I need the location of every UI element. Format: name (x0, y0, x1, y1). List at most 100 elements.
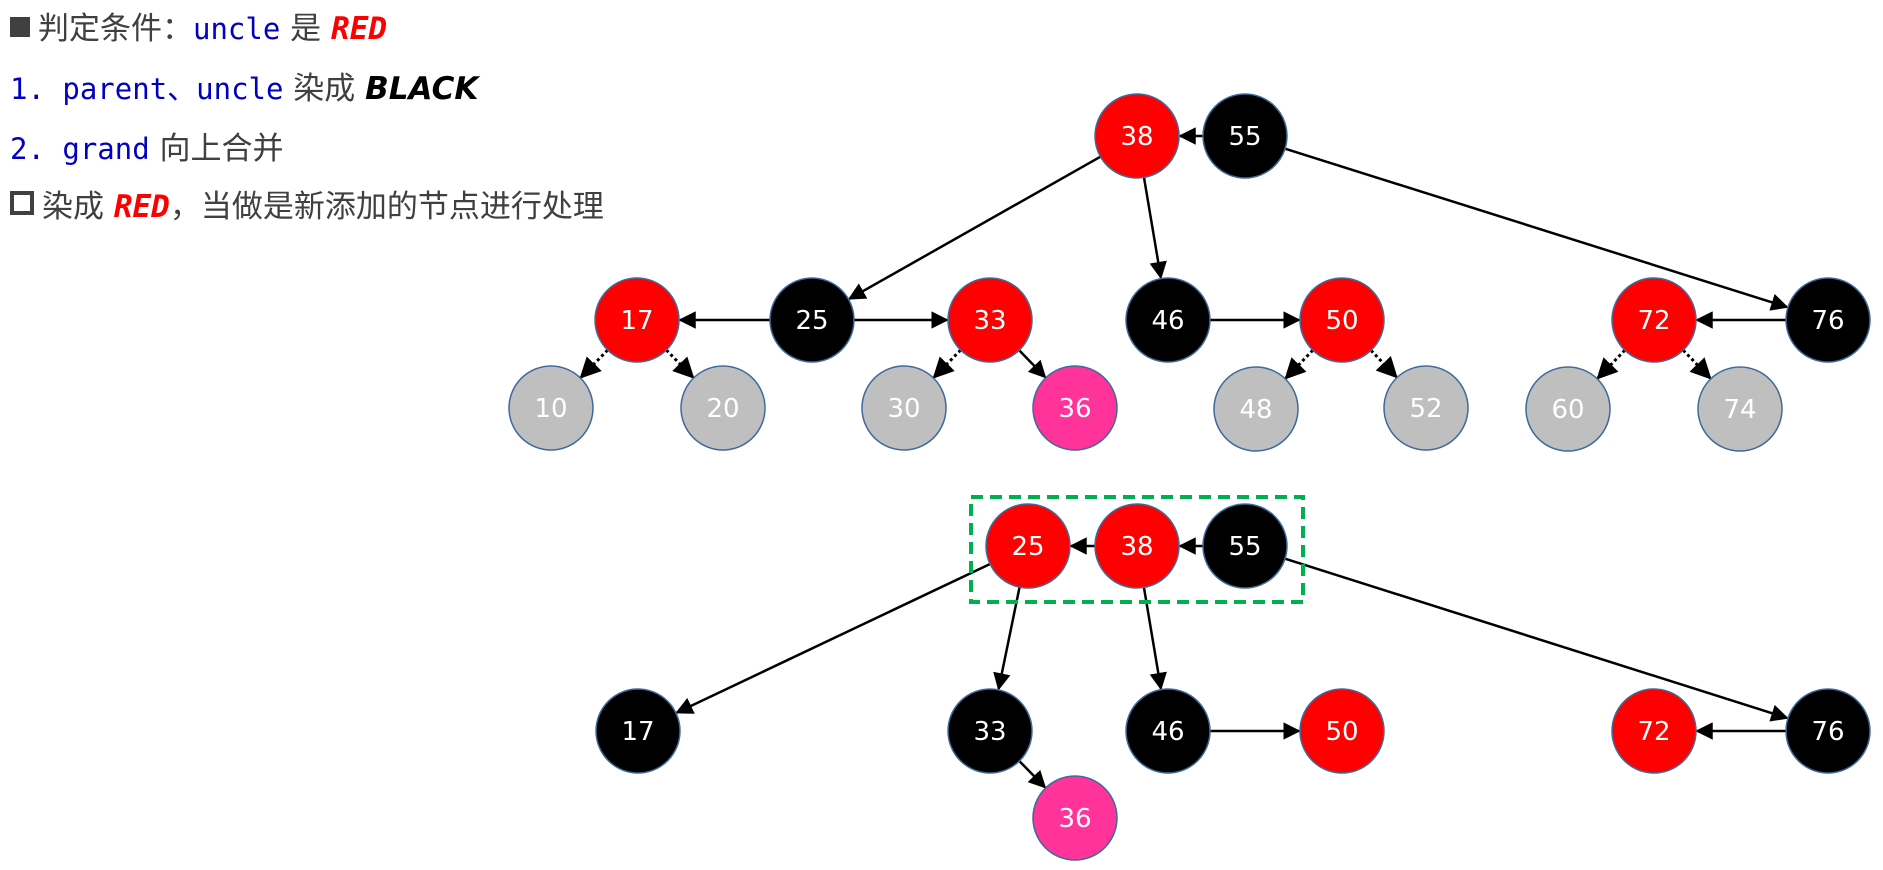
node-circle (769, 277, 855, 363)
edge-b25-b33 (993, 586, 1021, 691)
step-1-line: 1. parent、uncle 染成 BLACK (10, 64, 478, 114)
node-circle (947, 277, 1033, 363)
node-label: 74 (1723, 395, 1756, 425)
step-1-code: parent、uncle (62, 72, 284, 106)
node-circle (594, 277, 680, 363)
node-circle (1299, 688, 1385, 774)
sub-bullet-red: RED (113, 189, 170, 225)
condition-line: 判定条件：uncle 是 RED (10, 4, 387, 54)
node-label: 36 (1058, 394, 1091, 424)
node-circle (1611, 688, 1697, 774)
node-b76: 76 (1785, 688, 1871, 774)
edge-t17-t20 (665, 348, 695, 379)
nodes: 38 55 17 25 33 46 50 72 76 10 20 30 36 48 52 60 74 25 38 55… (508, 93, 1871, 861)
node-label: 48 (1239, 395, 1272, 425)
edge-b25-b17 (675, 562, 991, 714)
edge-b33-b36 (1018, 760, 1047, 789)
sub-bullet-suffix: ，当做是新添加的节点进行处理 (169, 189, 604, 225)
node-label: 76 (1811, 306, 1844, 336)
node-label: 76 (1811, 717, 1844, 747)
node-t17: 17 (594, 277, 680, 363)
node-t25: 25 (769, 277, 855, 363)
node-label: 72 (1637, 717, 1670, 747)
step-1-mid: 染成 (283, 71, 366, 107)
condition-code: uncle (193, 12, 281, 46)
node-b72: 72 (1611, 688, 1697, 774)
node-t46: 46 (1125, 277, 1211, 363)
edge-t33-t36 (1018, 349, 1047, 379)
node-label: 55 (1228, 532, 1261, 562)
node-label: 33 (973, 717, 1006, 747)
merge-highlight-box (969, 495, 1305, 604)
node-label: 60 (1551, 395, 1584, 425)
node-circle (1094, 93, 1180, 179)
edge-t55-t76 (1284, 147, 1789, 311)
edge-t50-t52 (1369, 349, 1398, 379)
node-t33: 33 (947, 277, 1033, 363)
condition-mid: 是 (280, 11, 332, 47)
node-t10: 10 (508, 365, 594, 451)
edge-t33-t30 (932, 348, 962, 379)
node-b33: 33 (947, 688, 1033, 774)
node-label: 46 (1151, 717, 1184, 747)
node-label: 36 (1058, 804, 1091, 834)
node-circle (508, 365, 594, 451)
step-2-number: 2. (10, 132, 45, 166)
node-label: 25 (1011, 532, 1044, 562)
condition-prefix: 判定条件： (38, 11, 193, 47)
condition-red: RED (331, 11, 388, 47)
edge-t72-t60 (1596, 349, 1626, 380)
node-t74: 74 (1697, 366, 1783, 452)
sub-bullet-line: 染成 RED，当做是新添加的节点进行处理 (10, 182, 604, 232)
node-t52: 52 (1383, 365, 1469, 451)
node-circle (1299, 277, 1385, 363)
node-t72: 72 (1611, 277, 1697, 363)
node-circle (1525, 366, 1611, 452)
node-circle (1611, 277, 1697, 363)
node-b50: 50 (1299, 688, 1385, 774)
node-circle (1125, 277, 1211, 363)
node-circle (1202, 503, 1288, 589)
bullet-hollow-square-icon (10, 191, 34, 215)
node-b55: 55 (1202, 503, 1288, 589)
edge-t38-t46 (1142, 177, 1167, 280)
edges (579, 127, 1789, 789)
sub-bullet-prefix: 染成 (42, 189, 114, 225)
node-circle (1094, 503, 1180, 589)
node-circle (595, 688, 681, 774)
node-circle (947, 688, 1033, 774)
node-label: 50 (1325, 717, 1358, 747)
node-t36: 36 (1032, 365, 1118, 451)
node-label: 55 (1228, 122, 1261, 152)
step-2-mid: 向上合并 (149, 131, 284, 167)
node-label: 38 (1120, 532, 1153, 562)
step-1-number: 1. (10, 72, 45, 106)
node-circle (1213, 366, 1299, 452)
node-label: 10 (534, 394, 567, 424)
step-2-line: 2. grand 向上合并 (10, 124, 284, 174)
node-circle (861, 365, 947, 451)
node-circle (1785, 277, 1871, 363)
node-circle (1032, 775, 1118, 861)
node-t50: 50 (1299, 277, 1385, 363)
bullet-square-icon (10, 17, 30, 37)
edge-b38-b46 (1142, 587, 1167, 691)
node-circle (1202, 93, 1288, 179)
node-t20: 20 (680, 365, 766, 451)
node-label: 52 (1409, 394, 1442, 424)
node-label: 17 (621, 717, 654, 747)
node-label: 38 (1120, 122, 1153, 152)
edge-t50-t48 (1284, 349, 1314, 380)
node-label: 72 (1637, 306, 1670, 336)
node-b46: 46 (1125, 688, 1211, 774)
node-b17: 17 (595, 688, 681, 774)
node-label: 30 (887, 394, 920, 424)
node-circle (1032, 365, 1118, 451)
node-circle (1125, 688, 1211, 774)
edge-b55-b76 (1284, 557, 1789, 722)
node-label: 33 (973, 306, 1006, 336)
node-circle (1785, 688, 1871, 774)
node-circle (1697, 366, 1783, 452)
